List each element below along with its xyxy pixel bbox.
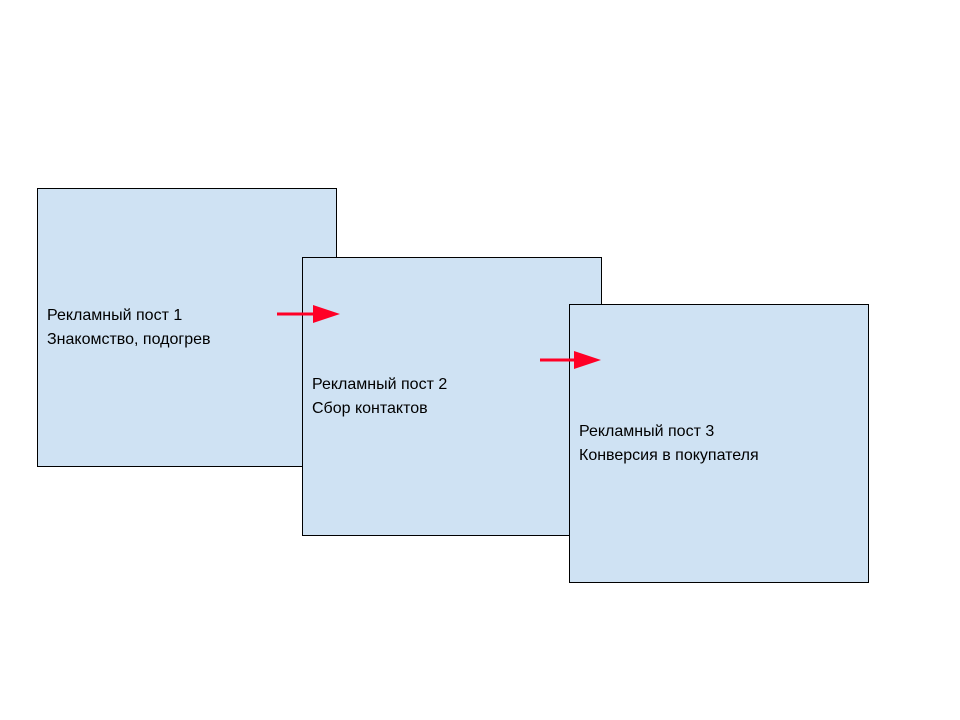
arrow-1-head [313,305,340,323]
post-2-title: Рекламный пост 2 [312,375,448,393]
arrow-2-head [574,351,601,369]
post-box-3: Рекламный пост 3 Конверсия в покупателя [569,304,869,583]
post-2-subtitle: Сбор контактов [312,399,428,417]
post-3-subtitle: Конверсия в покупателя [579,446,759,464]
arrow-post-1-to-2 [277,305,340,323]
post-box-2: Рекламный пост 2 Сбор контактов [302,257,602,536]
post-1-subtitle: Знакомство, подогрев [47,330,211,348]
post-box-1: Рекламный пост 1 Знакомство, подогрев [37,188,337,467]
arrow-post-2-to-3 [540,351,601,369]
post-3-title: Рекламный пост 3 [579,422,715,440]
post-1-title: Рекламный пост 1 [47,306,183,324]
